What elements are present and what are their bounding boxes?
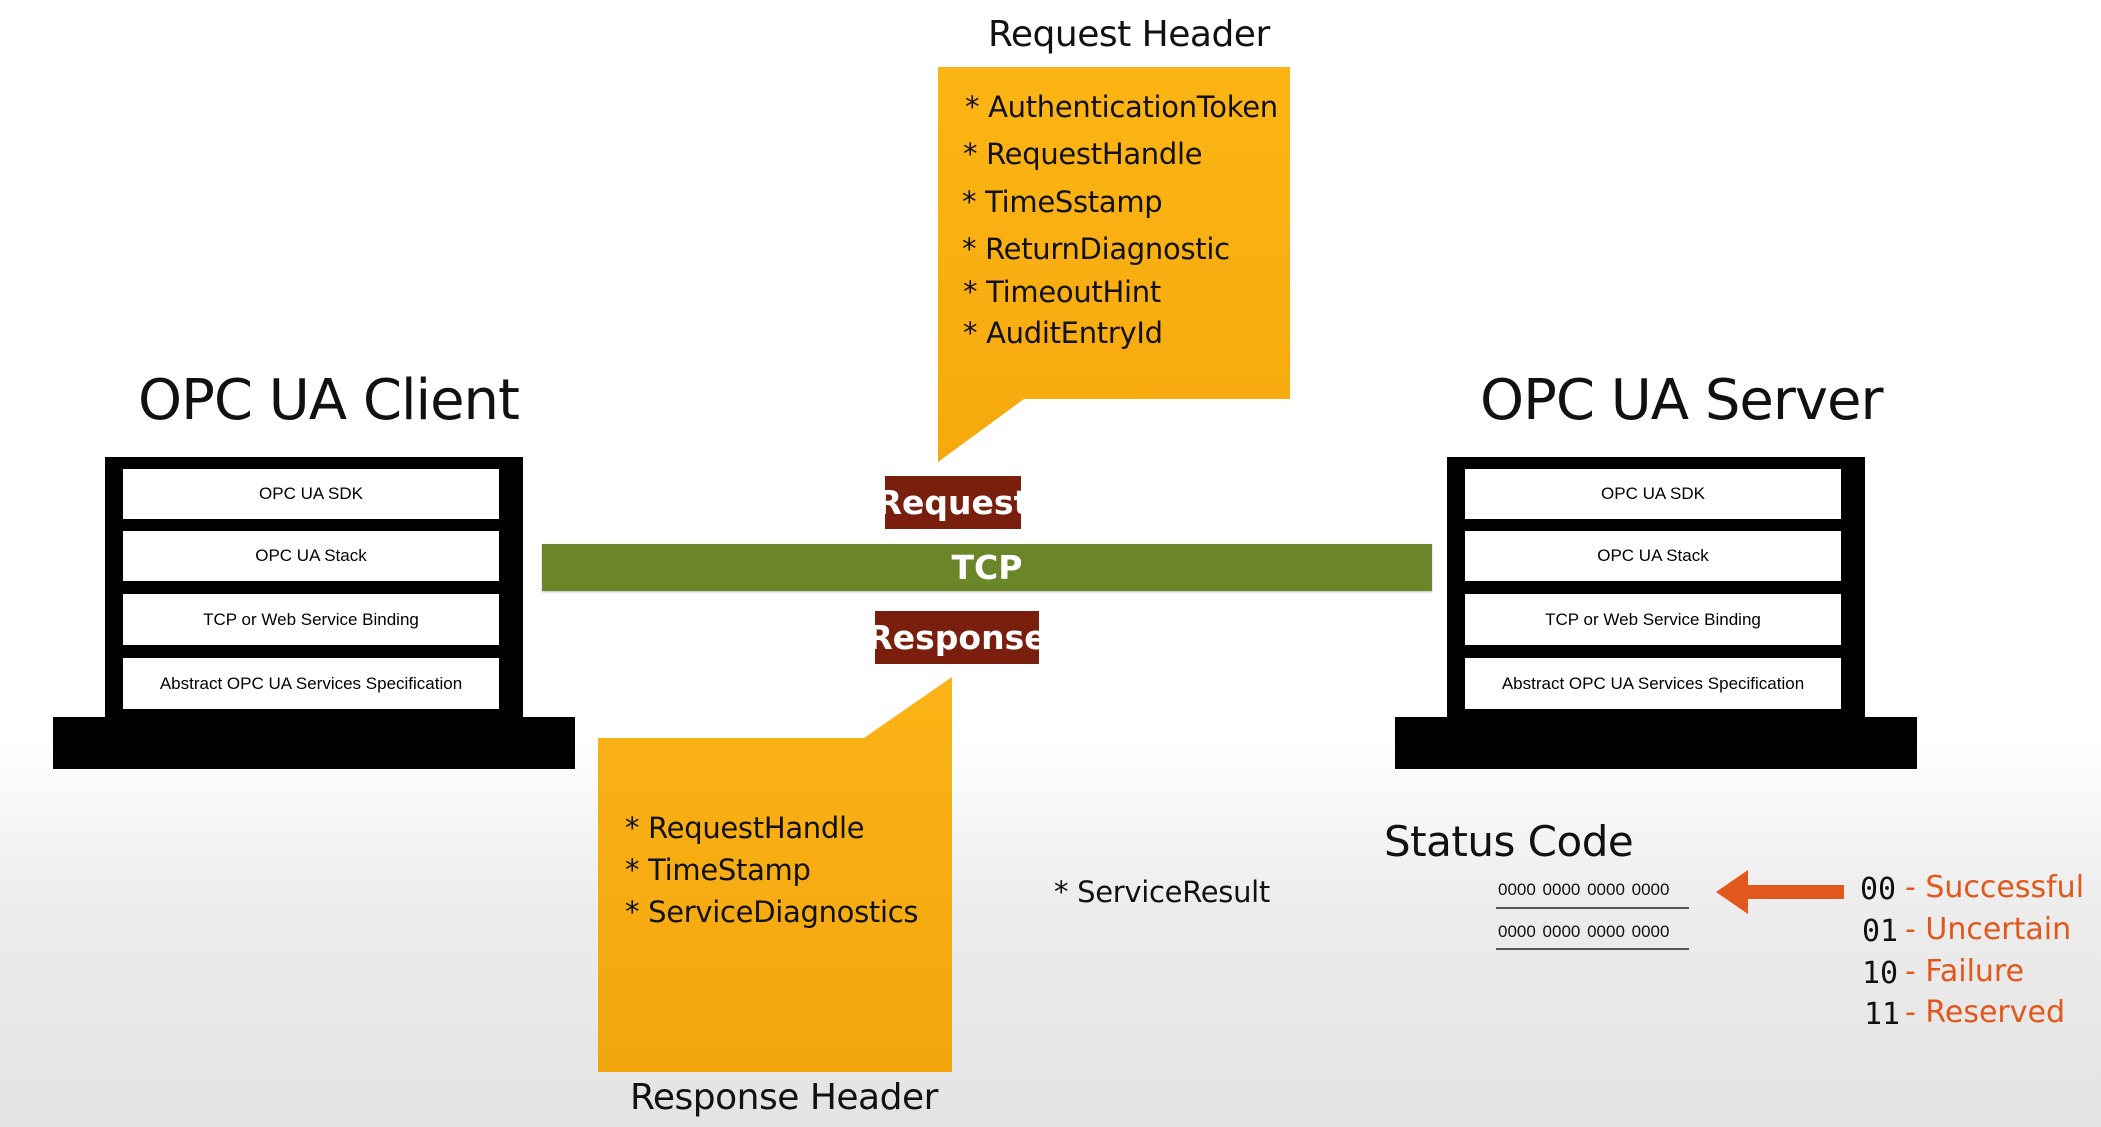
request-field: * TimeSstamp: [962, 185, 1163, 219]
client-stack: OPC UA SDK OPC UA Stack TCP or Web Servi…: [105, 457, 523, 719]
client-layer-services-spec: Abstract OPC UA Services Specification: [123, 658, 499, 709]
server-title: OPC UA Server: [1480, 368, 1883, 433]
request-field: * RequestHandle: [963, 137, 1203, 171]
server-base: [1395, 717, 1917, 769]
client-layer-sdk: OPC UA SDK: [123, 469, 499, 519]
status-bits-row: 0000 0000 0000 0000: [1498, 880, 1670, 899]
response-field: * TimeStamp: [625, 853, 811, 887]
status-code-value: 01: [1862, 914, 1899, 949]
request-field: * TimeoutHint: [963, 275, 1161, 309]
status-code-label: - Uncertain: [1905, 912, 2072, 947]
status-bits-underline: [1496, 907, 1689, 909]
status-code-title: Status Code: [1384, 817, 1634, 866]
server-layer-binding: TCP or Web Service Binding: [1465, 594, 1841, 645]
tcp-connection-bar: TCP: [542, 544, 1432, 591]
client-base: [53, 717, 575, 769]
client-layer-binding: TCP or Web Service Binding: [123, 594, 499, 645]
status-code-label: - Reserved: [1905, 995, 2065, 1030]
arrow-left-icon: [1716, 870, 1844, 914]
response-label: Response: [867, 611, 1047, 664]
status-code-label: - Successful: [1905, 870, 2085, 905]
service-result: * ServiceResult: [1054, 875, 1271, 909]
status-code-label: - Failure: [1905, 954, 2025, 989]
response-field: * RequestHandle: [625, 811, 865, 845]
client-title: OPC UA Client: [138, 368, 520, 433]
request-field: * AuditEntryId: [963, 316, 1163, 350]
client-layer-stack: OPC UA Stack: [123, 531, 499, 581]
status-bits-underline: [1496, 948, 1689, 950]
server-layer-sdk: OPC UA SDK: [1465, 469, 1841, 519]
status-code-value: 00: [1860, 872, 1897, 907]
request-header-title: Request Header: [988, 14, 1270, 55]
response-field: * ServiceDiagnostics: [625, 895, 919, 929]
server-layer-services-spec: Abstract OPC UA Services Specification: [1465, 658, 1841, 709]
server-stack: OPC UA SDK OPC UA Stack TCP or Web Servi…: [1447, 457, 1865, 719]
server-layer-stack: OPC UA Stack: [1465, 531, 1841, 581]
request-field: * AuthenticationToken: [965, 90, 1278, 124]
status-bits-row: 0000 0000 0000 0000: [1498, 922, 1670, 941]
status-code-value: 11: [1864, 997, 1901, 1032]
status-code-value: 10: [1862, 956, 1899, 991]
request-label: Request: [877, 476, 1029, 529]
response-header-title: Response Header: [630, 1077, 938, 1118]
request-field: * ReturnDiagnostic: [962, 232, 1230, 266]
